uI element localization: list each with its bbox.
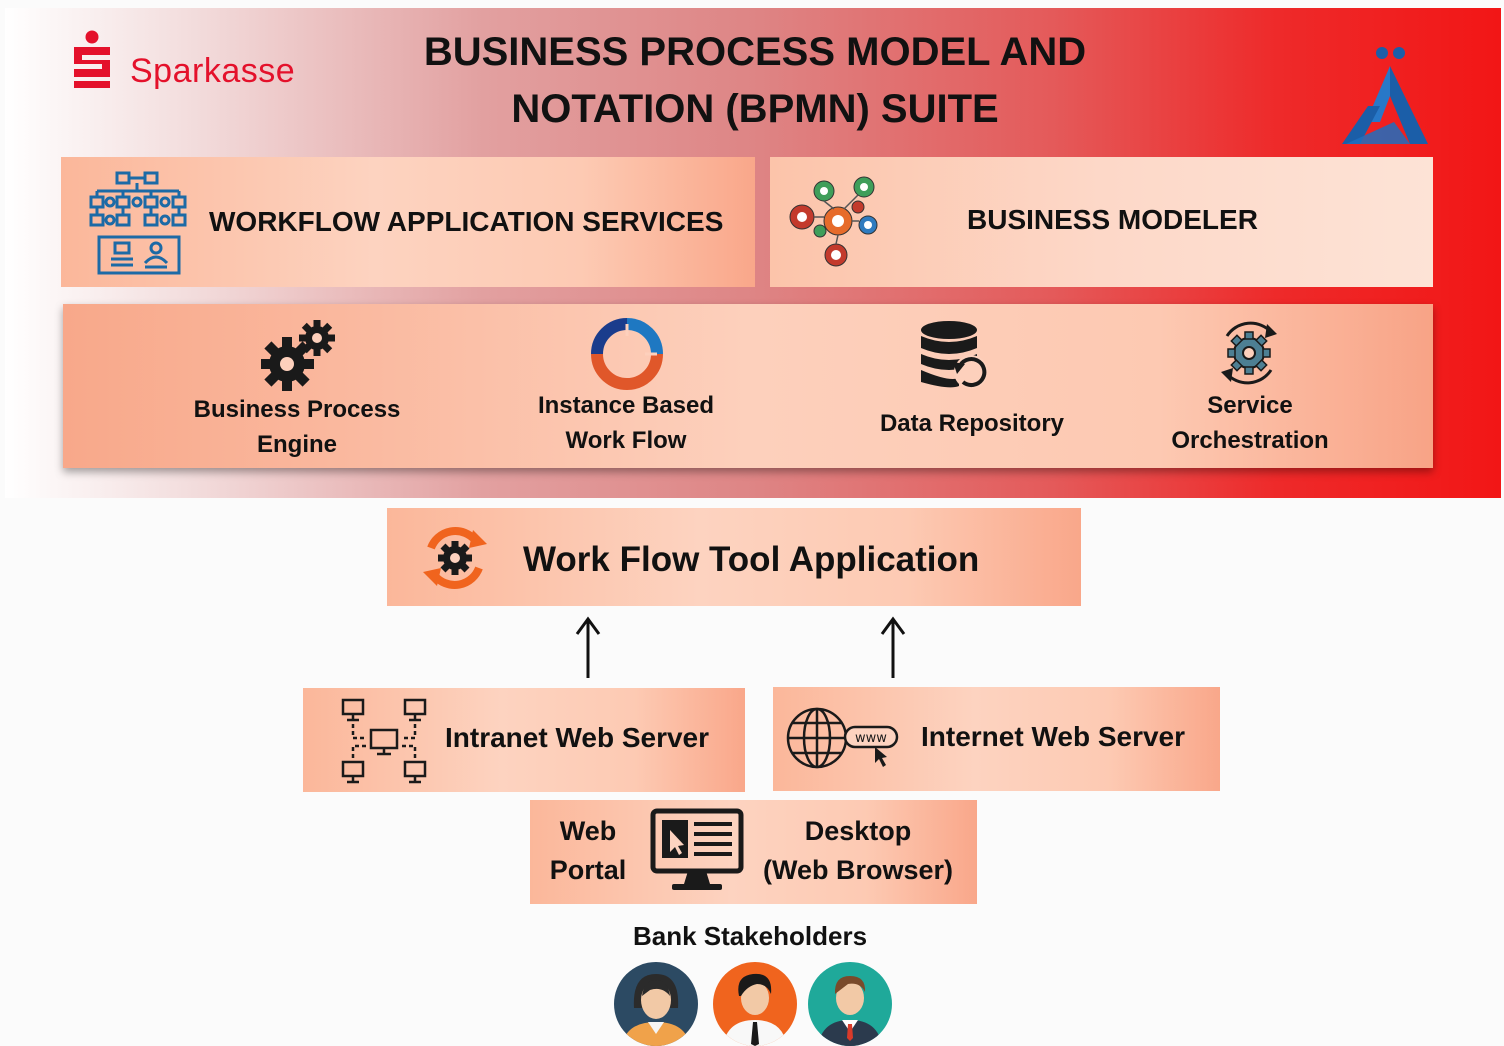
gear-cluster-icon <box>789 176 878 267</box>
web-portal-box: Web Portal Desktop (Web Browser) <box>530 800 977 904</box>
stakeholder-avatar-man <box>713 962 797 1046</box>
man-avatar-icon <box>723 973 787 1046</box>
orange-gear-cycle-icon <box>423 527 487 589</box>
desktop-browser-label: Desktop (Web Browser) <box>762 816 954 885</box>
sparkasse-s-icon <box>74 30 110 88</box>
network-icon <box>341 698 427 784</box>
up-arrow-icon <box>575 616 601 678</box>
businessman-avatar-icon <box>818 976 882 1046</box>
business-modeler-box: BUSINESS MODELER <box>770 157 1433 287</box>
component-label: Instance Based Work Flow <box>537 392 715 454</box>
stakeholder-avatar-woman <box>614 962 698 1046</box>
stakeholder-avatar-businessman <box>808 962 892 1046</box>
workflow-application-services-title: WORKFLOW APPLICATION SERVICES <box>209 206 724 237</box>
woman-avatar-icon <box>622 974 690 1046</box>
workflow-tool-application-box: Work Flow Tool Application <box>387 508 1081 606</box>
corner-a-logo-icon <box>1342 47 1428 144</box>
internet-web-server-title: Internet Web Server <box>921 721 1186 752</box>
business-modeler-title: BUSINESS MODELER <box>967 204 1258 235</box>
title-line-2: NOTATION (BPMN) SUITE <box>511 87 999 131</box>
component-label: Data Repository <box>879 410 1065 437</box>
sparkasse-logo: Sparkasse <box>68 30 308 94</box>
component-label: Service Orchestration <box>1171 392 1329 454</box>
workflow-application-services-box: WORKFLOW APPLICATION SERVICES <box>61 157 755 287</box>
workflow-tool-title: Work Flow Tool Application <box>523 540 980 579</box>
gears-icon <box>261 320 335 391</box>
intranet-web-server-title: Intranet Web Server <box>445 722 710 753</box>
gear-cycle-icon <box>1221 321 1277 385</box>
www-badge: www <box>855 731 887 746</box>
desktop-monitor-icon <box>650 808 744 890</box>
up-arrow-icon <box>880 616 906 678</box>
internet-web-server-box: www Internet Web Server <box>773 687 1220 791</box>
brand-name: Sparkasse <box>130 52 296 90</box>
org-chart-icon <box>89 171 187 275</box>
stakeholders-label: Bank Stakeholders <box>632 921 868 951</box>
donut-cycle-icon <box>591 318 663 390</box>
database-sync-icon <box>921 321 988 389</box>
title-line-1: BUSINESS PROCESS MODEL AND <box>423 30 1087 74</box>
intranet-web-server-box: Intranet Web Server <box>303 688 745 792</box>
page-title: BUSINESS PROCESS MODEL AND NOTATION (BPM… <box>300 24 1210 138</box>
globe-www-icon: www <box>786 707 899 769</box>
component-label: Business Process Engine <box>193 396 401 458</box>
web-portal-label: Web Portal <box>549 816 627 885</box>
components-box: Business Process Engine Instance Based W… <box>63 304 1433 468</box>
